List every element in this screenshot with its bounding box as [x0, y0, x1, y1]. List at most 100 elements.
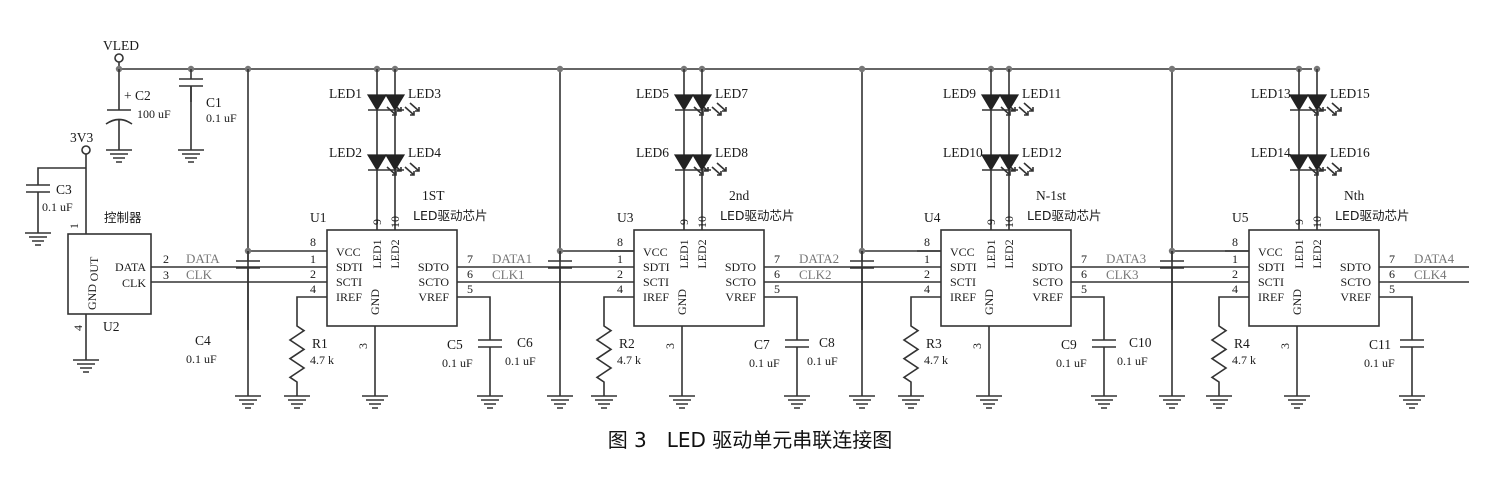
- pin-number: 4: [924, 282, 930, 296]
- input-clk-net: CLK: [186, 267, 213, 282]
- diode-triangle: [980, 94, 1002, 112]
- pin-led2: LED2: [1310, 239, 1324, 268]
- c1-capacitor: [179, 69, 203, 150]
- c3-capacitor: [26, 167, 86, 233]
- led-string-wires: [683, 69, 703, 230]
- emission-arrows: [404, 162, 420, 176]
- emission-arrows: [711, 102, 727, 116]
- pin-vcc: VCC: [643, 245, 668, 259]
- output-data-net: DATA4: [1414, 251, 1455, 266]
- ground-bars: [284, 395, 310, 409]
- vref-cap-ref: C11: [1369, 337, 1391, 352]
- ground-bars: [362, 395, 388, 409]
- capacitor-symbol: [1400, 330, 1424, 396]
- c3-ref: C3: [56, 182, 72, 197]
- led-diode: [998, 154, 1034, 176]
- output-bus: [1379, 266, 1469, 283]
- pin-iref: IREF: [950, 290, 976, 304]
- led-string-wires: [376, 69, 396, 230]
- emission-arrows: [386, 102, 402, 116]
- pin-number: 9: [370, 219, 384, 225]
- emission-arrows: [1000, 162, 1016, 176]
- emission-arrows: [386, 162, 402, 176]
- driver-chip-box: [1248, 229, 1380, 327]
- led-diode: [1306, 154, 1342, 176]
- led-label: LED3: [408, 86, 441, 101]
- controller-data-pin: DATA: [115, 260, 146, 274]
- c2-plate: [107, 69, 131, 111]
- c1-ref: C1: [206, 95, 222, 110]
- controller-clk-pin: CLK: [122, 276, 146, 290]
- output-clk-net: CLK1: [492, 267, 525, 282]
- vref-cap-value: 0.1 uF: [1364, 356, 1395, 370]
- pin-sdti: SDTI: [336, 260, 363, 274]
- ground-bars: [669, 395, 695, 409]
- pin-scti: SCTI: [950, 275, 976, 289]
- pin-number: 2: [617, 267, 623, 281]
- pin-vref: VREF: [418, 290, 449, 304]
- pin-number: 7: [774, 252, 780, 266]
- pin-number: 8: [617, 235, 623, 249]
- pin-number: 1: [310, 252, 316, 266]
- diode-triangle: [1306, 154, 1328, 172]
- pin-number: 2: [1232, 267, 1238, 281]
- controller-gnd-pin: GND: [85, 284, 99, 310]
- junction-dot: [556, 65, 564, 73]
- pin-led1: LED1: [677, 239, 691, 268]
- vled-label: VLED: [103, 38, 139, 53]
- pin-scto: SCTO: [419, 275, 450, 289]
- diode-triangle: [673, 154, 695, 172]
- pin-number: 9: [677, 219, 691, 225]
- stage-label: Nth: [1344, 188, 1365, 203]
- ground-bars: [178, 149, 204, 163]
- pin-number: 6: [1081, 267, 1087, 281]
- led-diode: [691, 94, 727, 116]
- resistor: [288, 312, 306, 396]
- bypass-cap-ref: C10: [1129, 335, 1152, 350]
- vref-wire: [764, 296, 798, 330]
- led-diode: [1288, 94, 1324, 116]
- bypass-cap-ref: C4: [195, 333, 211, 348]
- vref-capacitor: [785, 330, 809, 396]
- resistor-zigzag: [595, 312, 613, 396]
- led-label: LED1: [329, 86, 362, 101]
- iref-wire: [603, 296, 634, 312]
- bypass-cap-value: 0.1 uF: [505, 354, 536, 368]
- led-diode: [998, 94, 1034, 116]
- ground-bars: [106, 149, 132, 163]
- controller-clk-pin-number: 3: [163, 268, 169, 282]
- led-label: LED14: [1251, 145, 1291, 160]
- resistor-ref: R1: [312, 336, 328, 351]
- diode-triangle: [673, 94, 695, 112]
- ground-bars: [898, 395, 924, 409]
- controller-out-pin-number: 1: [67, 223, 81, 229]
- ground-symbol: [1206, 395, 1232, 409]
- led-diode: [691, 154, 727, 176]
- pin-sdto: SDTO: [725, 260, 756, 274]
- pin-iref: IREF: [336, 290, 362, 304]
- ground-bars: [591, 395, 617, 409]
- resistor-ref: R4: [1234, 336, 1250, 351]
- led-label: LED2: [329, 145, 362, 160]
- ground-symbol: [898, 395, 924, 409]
- led-label: LED10: [943, 145, 983, 160]
- pin-led1: LED1: [1292, 239, 1306, 268]
- pin-number: 8: [310, 235, 316, 249]
- input-data-net: DATA: [186, 251, 220, 266]
- ground-bars: [976, 395, 1002, 409]
- driver-chip-box: [633, 229, 765, 327]
- pin-gnd: GND: [675, 289, 689, 315]
- resistor-zigzag: [1210, 312, 1228, 396]
- ground-symbol: [73, 359, 99, 373]
- ground-symbol: [1159, 395, 1185, 409]
- led-diode: [384, 94, 420, 116]
- ground-bars: [235, 395, 261, 409]
- pin-number: 5: [1389, 282, 1395, 296]
- ground-symbol: [669, 395, 695, 409]
- controller-ref: U2: [103, 319, 120, 334]
- led-diode: [366, 94, 402, 116]
- resistor-value: 4.7 k: [617, 353, 641, 367]
